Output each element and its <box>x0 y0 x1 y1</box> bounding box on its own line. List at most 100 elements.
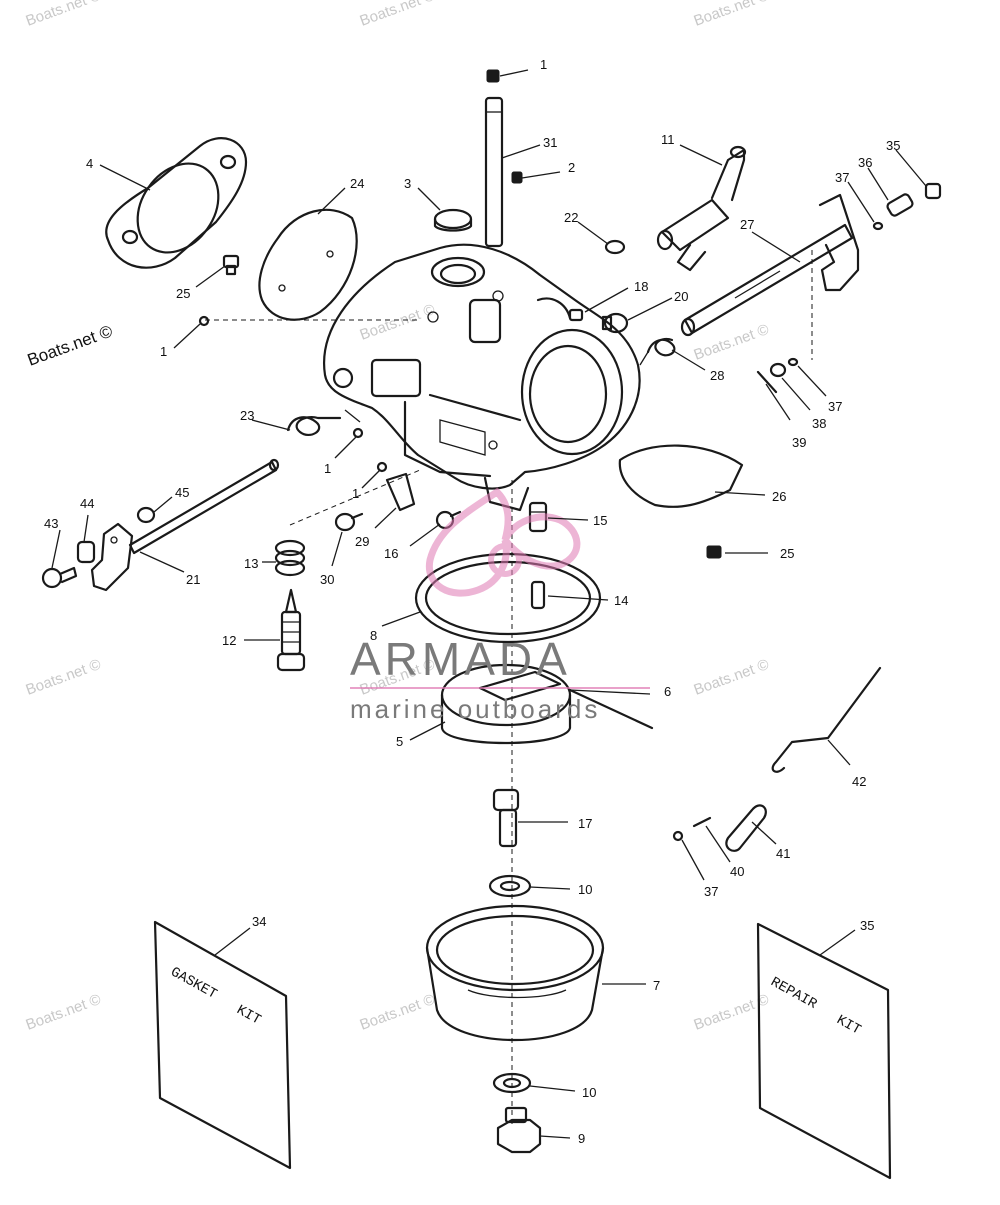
callout: 11 <box>661 132 675 147</box>
part-13-spring <box>274 539 306 577</box>
watermark: Boats.net © <box>692 0 772 30</box>
callout: 31 <box>543 135 557 150</box>
part-29-bracket <box>385 472 416 512</box>
part-25-screw <box>222 254 240 276</box>
part-17-main-jet <box>492 788 520 848</box>
part-21-choke-shaft <box>90 458 280 592</box>
callout: 44 <box>80 496 94 511</box>
logo-mark <box>425 487 581 597</box>
part-12-idle-needle <box>276 588 306 672</box>
watermark-layer: Boats.net © Boats.net © Boats.net © Boat… <box>24 0 772 1034</box>
part-36-cylinder <box>886 193 914 217</box>
part-27-throttle-shaft <box>680 193 860 337</box>
part-10-washer <box>488 874 532 898</box>
part-42-choke-wire <box>771 666 882 773</box>
part-30-screw <box>334 512 364 532</box>
part-35-cap <box>924 182 942 200</box>
callout: 34 <box>252 914 266 929</box>
callout: 5 <box>396 734 403 749</box>
part-25-screw <box>706 545 722 559</box>
part-14-needle <box>530 580 546 610</box>
callout: 7 <box>653 978 660 993</box>
repair-kit-line1: REPAIR <box>768 974 820 1013</box>
callout: 1 <box>160 344 167 359</box>
watermark: Boats.net © <box>24 991 104 1034</box>
callout: 28 <box>710 368 724 383</box>
callout: 37 <box>704 884 718 899</box>
watermark: Boats.net © <box>692 656 772 699</box>
callout-numbers: 1 31 2 3 4 24 25 1 22 11 35 36 37 27 18 … <box>44 57 900 1146</box>
callout: 30 <box>320 572 334 587</box>
boatsnet-credit: Boats.net © <box>25 321 116 369</box>
part-44-bushing <box>76 540 96 564</box>
repair-kit-line2: KIT <box>834 1012 864 1038</box>
callout: 12 <box>222 633 236 648</box>
callout: 26 <box>772 489 786 504</box>
callout: 15 <box>593 513 607 528</box>
callout: 21 <box>186 572 200 587</box>
callout: 36 <box>858 155 872 170</box>
callout: 27 <box>740 217 754 232</box>
part-2-plug <box>511 171 523 184</box>
part-41-knob <box>725 804 767 852</box>
callout: 14 <box>614 593 628 608</box>
part-18-screw <box>568 308 584 322</box>
part-3-welch-plug <box>433 208 473 232</box>
part-1-plug <box>352 427 364 439</box>
gasket-kit-line1: GASKET <box>168 964 220 1002</box>
part-35-repair-kit: REPAIR KIT <box>756 922 892 1180</box>
part-26-throttle-plate <box>618 444 744 508</box>
part-24-gasket <box>258 208 358 321</box>
callout: 9 <box>578 1131 585 1146</box>
callout: 6 <box>664 684 671 699</box>
brand-name: ARMADA <box>350 633 571 685</box>
part-1-plug <box>376 461 388 473</box>
callout: 2 <box>568 160 575 175</box>
callout: 16 <box>384 546 398 561</box>
callout: 4 <box>86 156 93 171</box>
callout: 35 <box>886 138 900 153</box>
part-39-pin <box>756 370 778 394</box>
part-40-pin <box>692 816 712 828</box>
callout: 23 <box>240 408 254 423</box>
callout: 1 <box>540 57 547 72</box>
part-10-washer <box>492 1072 532 1094</box>
part-5-float <box>440 663 572 745</box>
callout: 10 <box>582 1085 596 1100</box>
part-11-fuel-inlet <box>656 145 747 272</box>
part-37-washer <box>672 830 684 842</box>
part-45-nut <box>136 506 156 524</box>
part-37-washer <box>787 357 799 367</box>
callout: 13 <box>244 556 258 571</box>
part-37-washer <box>872 221 884 231</box>
part-23-spring <box>286 409 361 437</box>
part-22-seal <box>604 239 626 255</box>
callout: 29 <box>355 534 369 549</box>
part-1-plug <box>486 69 500 83</box>
callout: 1 <box>352 486 359 501</box>
alignment-lines <box>205 250 813 1125</box>
part-38-nut <box>769 362 787 378</box>
leader-lines <box>51 69 927 1139</box>
part-28-spring <box>639 337 676 366</box>
callout: 18 <box>634 279 648 294</box>
callout: 17 <box>578 816 592 831</box>
carburetor-body <box>322 243 641 512</box>
part-7-float-bowl <box>425 904 605 1041</box>
callout: 8 <box>370 628 377 643</box>
part-34-gasket-kit: GASKET KIT <box>153 920 292 1170</box>
callout: 10 <box>578 882 592 897</box>
callout: 38 <box>812 416 826 431</box>
watermark: Boats.net © <box>358 0 438 30</box>
watermark: Boats.net © <box>358 301 438 344</box>
gasket-kit-line2: KIT <box>234 1002 264 1028</box>
armada-logo <box>425 487 581 597</box>
part-31-nozzle-tube <box>484 96 504 248</box>
part-4-flange-gasket <box>105 137 248 269</box>
part-20-screw <box>601 312 629 334</box>
callout: 22 <box>564 210 578 225</box>
callout: 42 <box>852 774 866 789</box>
part-43-screw <box>41 566 78 589</box>
